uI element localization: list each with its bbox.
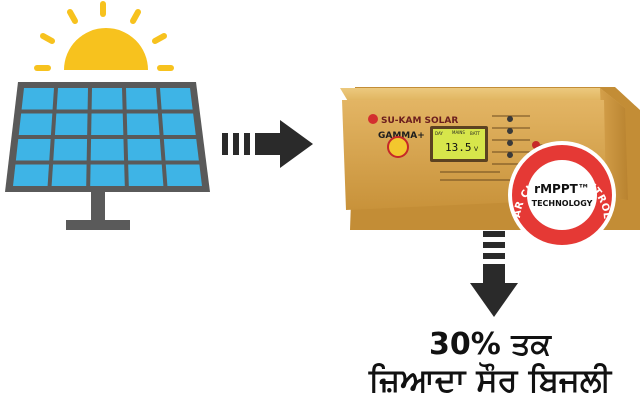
panel-cell [15,139,51,161]
lcd-label-left: DAY [435,131,443,136]
badge-line2: TECHNOLOGY [532,199,593,208]
panel-cell [91,113,124,135]
solar-panel-icon [5,82,210,230]
panel-cell [160,88,193,110]
panel-cell [90,164,125,186]
button-icon [507,152,513,158]
lcd-reading: 13.5 [445,141,472,154]
panel-cell [53,139,88,161]
button-icon [507,128,513,134]
panel-cell [18,113,53,135]
lcd-label-batt: BATT [470,131,481,136]
inverter-model: GAMMA+ [378,131,425,141]
panel-cell [126,113,160,135]
panel-cell [165,164,202,186]
panel-cell [56,88,88,110]
panel-cell [163,139,199,161]
button-icon [507,116,513,122]
inverter-controls [440,115,570,181]
panel-cell [54,113,88,135]
panel-cell [127,139,162,161]
panel-cell [13,164,50,186]
panel-cell [91,88,123,110]
badge-line1: rMPPT™ [534,182,590,196]
caption-line-2: ਜ਼ਿਆਦਾ ਸੌਰ ਬਿਜਲੀ [368,361,612,399]
sun-rays [34,1,174,71]
warranty-sticker-icon [387,136,409,158]
panel-pole [91,190,105,224]
panel-cell [126,88,158,110]
panel-cell [21,88,54,110]
button-icon [507,140,513,146]
lcd-screen [433,129,485,159]
brand-logo-icon [368,114,378,124]
panel-cell [128,164,164,186]
sun-icon [34,1,174,71]
caption-line-1: 30% ਤਕ [429,327,551,362]
panel-cell [161,113,196,135]
arrow-down-icon [470,231,518,317]
panel-cell [51,164,87,186]
badge-inner [527,160,597,230]
lcd-label-mains: MAINS [452,130,465,135]
sun-disc [64,28,148,70]
lcd-unit: V [474,146,479,153]
panel-cell [90,139,125,161]
panel-stand-base [66,220,130,230]
inverter-brand: SU-KAM SOLAR [381,116,458,126]
panel-cells [13,88,202,186]
arrow-right-icon [222,120,313,168]
